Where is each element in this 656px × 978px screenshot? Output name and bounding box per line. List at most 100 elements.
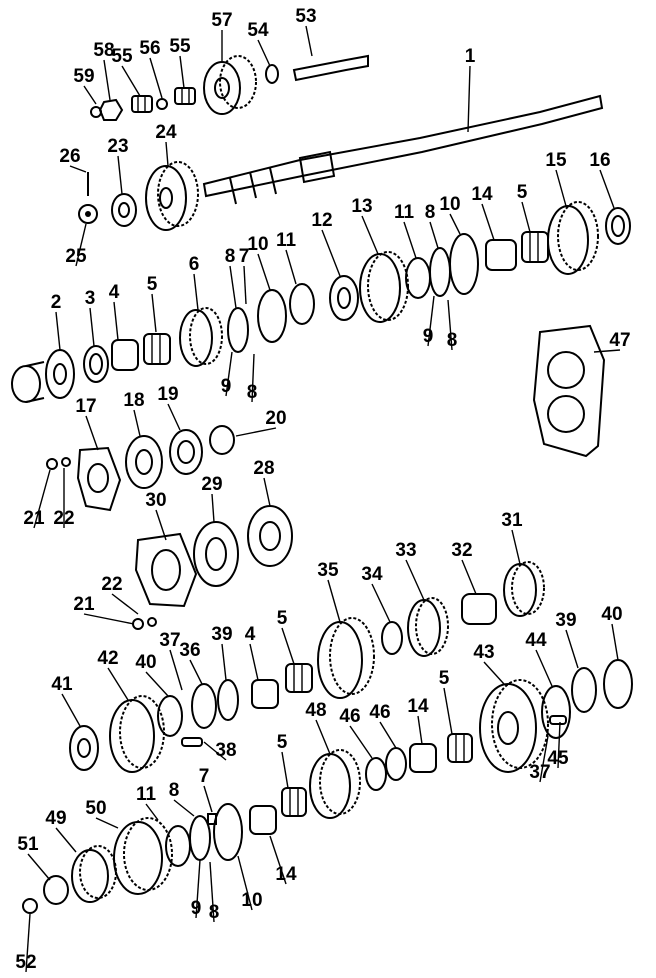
leader-line [263,477,271,507]
part-13-sleeve [359,251,409,323]
leader-line [179,55,185,89]
leader-line [315,719,331,755]
leader-line [107,667,129,701]
part-number-label: 10 [241,890,262,911]
part-47-gasket [532,324,606,458]
leader-line [83,613,135,625]
leader-line [203,741,227,761]
part-4-sleeve [111,339,139,371]
leader-line [379,721,397,749]
leader-line [55,311,61,351]
part-number-label: 50 [85,798,106,819]
part-44-hub [541,685,571,739]
part-number-label: 56 [139,38,160,59]
part-10-cone-c [213,803,243,861]
leader-line [521,201,531,233]
leader-line [443,687,453,735]
leader-line [449,213,461,235]
part-40-ring-b [603,659,633,709]
leader-line [85,415,99,451]
part-number-label: 55 [169,36,191,57]
part-number-label: 12 [311,210,332,231]
part-19-bearing [169,429,203,475]
leader-line [209,861,215,923]
part-58-nut [98,98,124,121]
part-38-key [181,737,203,747]
part-55-bearing [131,95,153,113]
part-43-gear [479,679,549,773]
leader-line [481,203,495,241]
leader-line [327,579,341,623]
part-number-label: 37 [159,630,180,651]
leader-line [403,221,417,259]
leader-line [25,913,31,973]
part-6-gear [179,307,223,367]
part-number-label: 6 [189,254,200,275]
part-number-label: 22 [53,508,74,529]
part-number-label: 16 [589,150,610,171]
part-23-bearing [111,193,137,227]
part-12-synchro-hub [329,275,359,321]
leader-line [89,307,95,347]
part-number-label: 25 [65,246,87,267]
part-54-washer [265,64,279,84]
part-number-label: 7 [199,766,210,787]
leader-line [61,693,81,727]
leader-line [189,659,203,685]
part-30-retainer [134,532,198,608]
part-number-label: 49 [45,808,66,829]
part-number-label: 57 [211,10,232,31]
part-number-label: 5 [439,668,450,689]
part-39-ring [217,679,239,721]
part-number-label: 52 [15,952,36,973]
part-number-label: 46 [339,706,360,727]
part-11-ring-b [289,283,315,325]
part-24-gear [145,161,199,231]
part-number-label: 8 [447,330,458,351]
part-number-label: 21 [73,594,95,615]
part-55-bearing-b [174,87,196,105]
part-number-label: 8 [169,780,180,801]
part-35-gear [317,617,375,699]
part-number-label: 8 [247,382,258,403]
part-number-label: 45 [547,748,569,769]
part-number-label: 36 [179,640,200,661]
part-number-label: 34 [361,564,383,585]
part-number-label: 40 [135,652,156,673]
leader-line [257,39,271,67]
leader-line [69,165,87,173]
part-number-label: 19 [157,384,178,405]
leader-line [281,751,289,789]
leader-line [467,65,471,133]
part-number-label: 42 [97,648,118,669]
leader-line [169,649,183,691]
part-49-hub [71,845,117,903]
leader-line [225,351,233,397]
part-number-label: 15 [545,150,567,171]
leader-line [269,835,287,885]
part-number-label: 37 [529,762,550,783]
part-number-label: 5 [517,182,528,203]
part-21-bolt-b [132,618,144,630]
leader-line [151,293,157,333]
part-2-gear [45,349,75,399]
part-8-ring-b [227,307,249,353]
leader-line [349,725,373,759]
leader-line [593,349,621,353]
leader-line [611,623,619,661]
leader-line [281,627,295,665]
part-8-ring [429,247,451,297]
leader-line [371,583,391,623]
part-number-label: 5 [277,608,288,629]
part-number-label: 7 [239,246,250,267]
leader-line [75,223,87,267]
part-52-nut [22,898,38,914]
part-number-label: 24 [155,122,177,143]
part-20-race [209,425,235,455]
part-number-label: 11 [136,784,157,805]
leader-line [83,85,97,105]
part-34-washer [381,621,403,655]
leader-line [33,469,51,529]
leader-line [145,671,169,697]
